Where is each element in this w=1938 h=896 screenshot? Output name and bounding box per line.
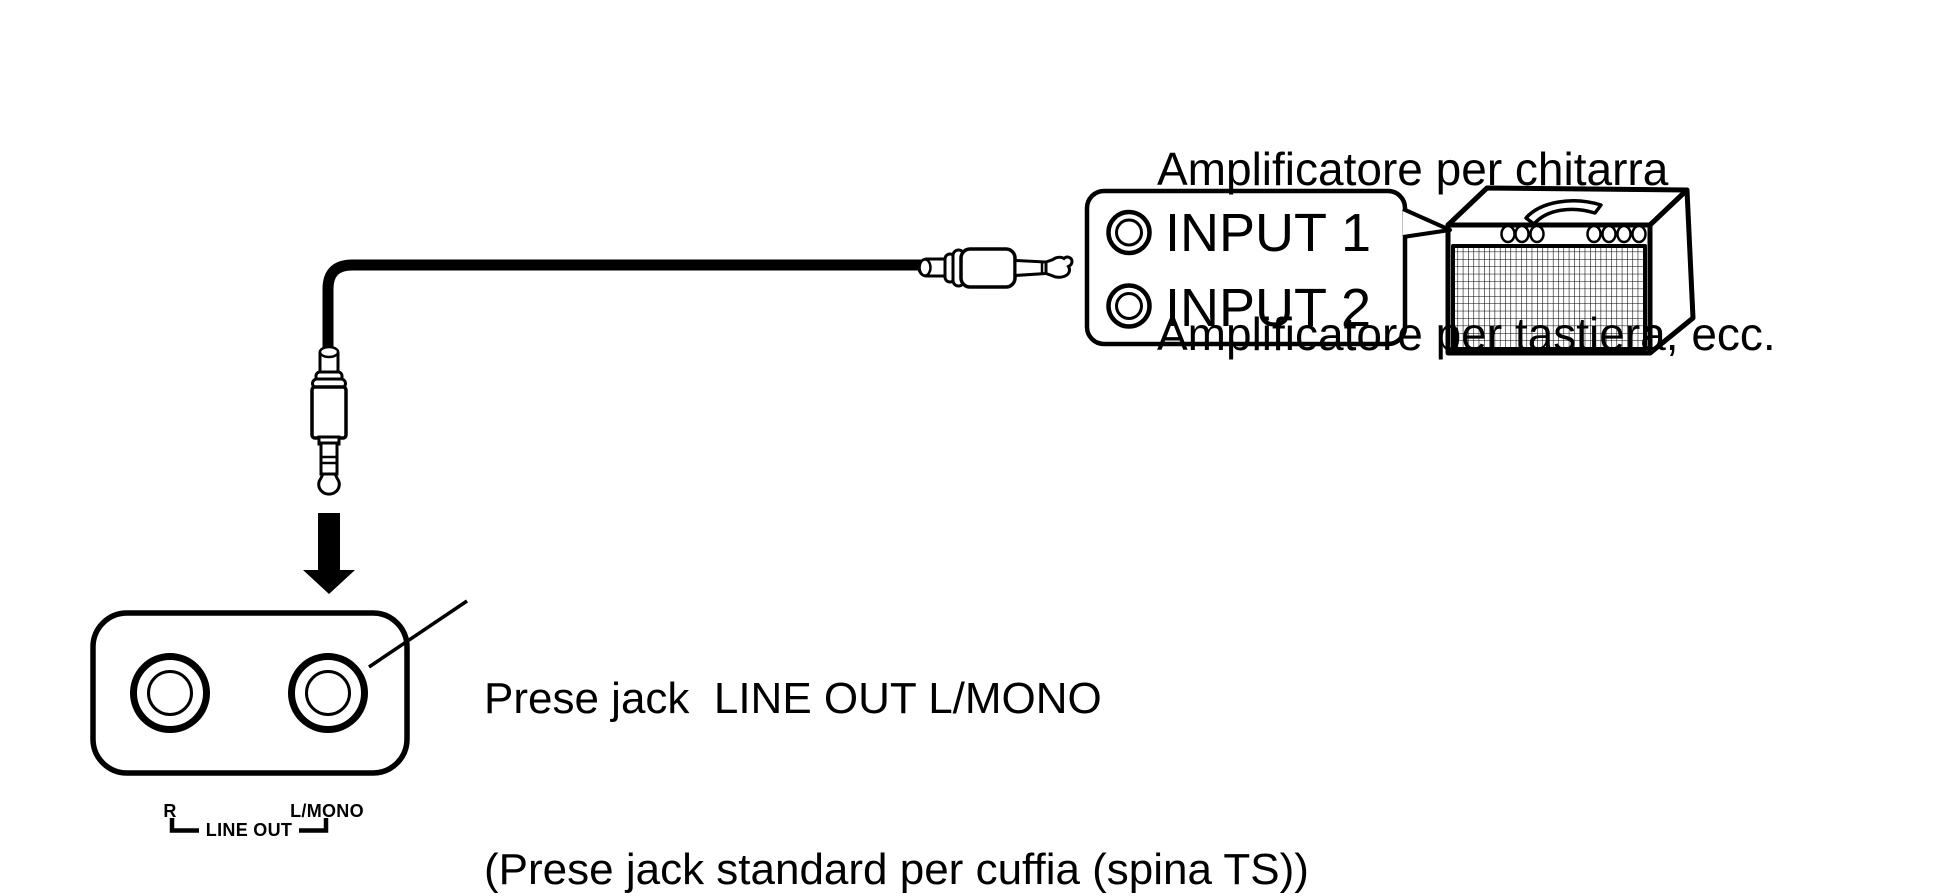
audio-cable [322, 259, 922, 352]
input1-jack-icon [1106, 209, 1152, 256]
label-lmono: L/MONO [290, 801, 364, 821]
ts-plug-right-icon [917, 247, 1074, 289]
line-out-panel [90, 610, 410, 833]
amp-caption-line1: Amplificatore per chitarra [1157, 143, 1669, 195]
jack-caption: Prese jack LINE OUT L/MONO (Prese jack s… [484, 556, 1309, 896]
jack-caption-line2: (Prese jack standard per cuffia (spina T… [484, 845, 1309, 894]
callout-line [368, 599, 468, 669]
amp-knobs [1500, 224, 1647, 244]
speech-bubble-pointer [1402, 207, 1452, 239]
input1-label: INPUT 1 [1165, 203, 1372, 263]
input2-label: INPUT 2 [1165, 278, 1372, 338]
lineout-bracket [169, 818, 329, 833]
amp-speaker-grille [1451, 244, 1647, 351]
jack-lmono-icon [288, 653, 368, 733]
label-lineout: LINE OUT [205, 820, 293, 840]
ts-plug-down-icon [310, 345, 348, 496]
amp-handle-icon [1524, 199, 1603, 226]
input2-jack-icon [1106, 283, 1152, 329]
amp-caption-line2: Amplificatore per tastiera, ecc. [1157, 308, 1776, 360]
down-arrow-icon [303, 513, 355, 594]
jack-r-icon [130, 653, 210, 733]
label-r: R [163, 801, 177, 821]
amp-caption: Amplificatore per chitarra Amplificatore… [1157, 32, 1776, 472]
jack-caption-line1: Prese jack LINE OUT L/MONO [484, 674, 1102, 723]
amplifier-illustration [1445, 185, 1696, 356]
speech-bubble [1084, 188, 1452, 347]
